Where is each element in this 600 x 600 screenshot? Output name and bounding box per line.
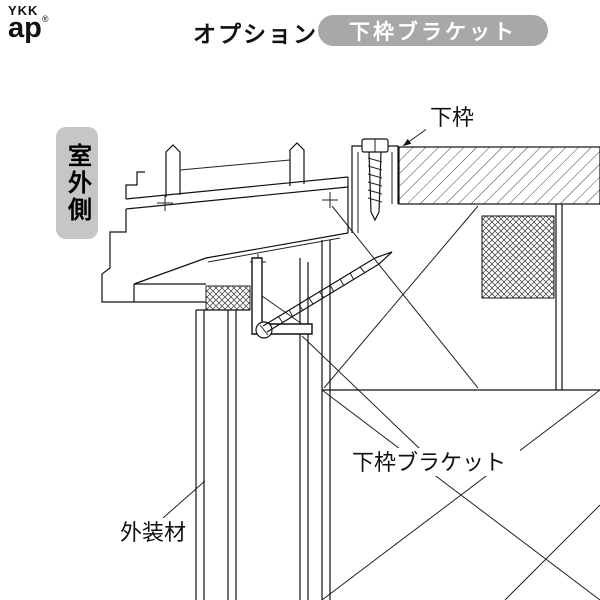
label-exterior-material: 外装材: [120, 520, 186, 545]
registration-cross-1: [157, 195, 173, 211]
leader-lines: [162, 127, 429, 519]
logo-ap-text: ap: [8, 12, 42, 45]
option-badge-label: 下枠ブラケット: [349, 20, 517, 44]
option-badge: 下枠ブラケット: [318, 15, 548, 46]
label-bg: [348, 448, 520, 476]
hatched-lumber-top: [398, 146, 600, 205]
vertical-screw: [361, 138, 389, 222]
sheathing-lines: [299, 240, 331, 600]
ykk-ap-logo: YKK ap®: [8, 3, 49, 45]
leader-bracket: [301, 335, 421, 450]
cladding-lines: [195, 309, 250, 600]
glazing-tab-right: [289, 142, 305, 186]
label-bracket: 下枠ブラケット: [352, 450, 506, 475]
diagonal-screw: [255, 251, 393, 339]
sealant-strip: [205, 285, 251, 311]
label-lower-frame: 下枠: [430, 105, 474, 130]
screw-threads: [367, 157, 383, 203]
outdoor-side-badge: 室外側: [56, 127, 98, 239]
label-bg: [426, 104, 482, 130]
glazing-tab-left: [165, 144, 181, 197]
lumber-diagonals-bottom: [321, 389, 600, 600]
registered-mark: ®: [41, 14, 49, 25]
registration-cross-2: [322, 192, 338, 208]
lumber-diagonals-mid: [323, 205, 479, 389]
leader-exterior: [162, 480, 206, 519]
sill-left-body: [101, 209, 206, 303]
page-title: オプション: [193, 21, 318, 47]
outdoor-side-label: 室外側: [63, 142, 91, 224]
leader-lower-frame: [402, 127, 429, 147]
wall-structure: [299, 146, 600, 600]
outer-hook: [125, 171, 145, 199]
lower-frame-channel: [351, 145, 399, 233]
logo-ykk-text: YKK: [8, 3, 39, 18]
label-bg: [116, 518, 192, 546]
insulation-column: [481, 215, 555, 299]
stud-lines-right: [555, 204, 563, 390]
exterior-cladding: [195, 309, 250, 600]
sill-profile: [101, 142, 349, 303]
screw-threads: [277, 266, 366, 324]
sill-underside: [133, 232, 349, 285]
